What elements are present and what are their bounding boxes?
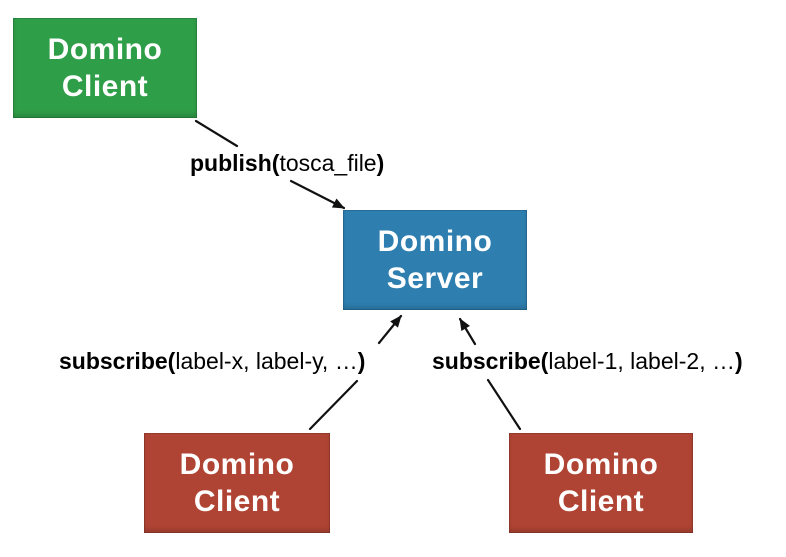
node-label-line1: Domino xyxy=(47,33,163,66)
node-domino-server: Domino Server xyxy=(343,210,527,310)
edge-label-subscribe-right: subscribe(label-1, label-2, …) xyxy=(432,348,743,375)
node-label-line2: Client xyxy=(61,70,149,103)
subscribe-right-call-args: label-1, label-2, … xyxy=(548,348,735,374)
publish-call-close: ) xyxy=(376,150,385,176)
subscribe-right-arrow-segment-lower xyxy=(486,378,522,431)
edge-label-subscribe-left: subscribe(label-x, label-y, …) xyxy=(59,348,365,375)
node-label-line1: Domino xyxy=(179,448,295,481)
subscribe-right-call-close: ) xyxy=(734,348,743,374)
node-domino-client-publisher: Domino Client xyxy=(13,18,197,118)
subscribe-left-arrow-segment-lower xyxy=(308,379,359,431)
node-label-line2: Server xyxy=(386,262,484,295)
subscribe-left-call-close: ) xyxy=(357,348,366,374)
subscribe-left-arrow-segment-head xyxy=(377,314,403,345)
edge-label-publish: publish(tosca_file) xyxy=(190,150,384,177)
node-label-line1: Domino xyxy=(543,448,659,481)
node-label-line2: Client xyxy=(557,485,645,518)
subscribe-left-call-args: label-x, label-y, … xyxy=(175,348,358,374)
subscribe-left-call-name: subscribe( xyxy=(59,348,176,374)
publish-call-args: tosca_file xyxy=(279,150,377,176)
node-domino-client-subscriber-left: Domino Client xyxy=(144,433,330,533)
publish-arrow-segment-upper xyxy=(194,119,239,148)
publish-call-name: publish( xyxy=(190,150,280,176)
node-label-line2: Client xyxy=(193,485,281,518)
subscribe-right-call-name: subscribe( xyxy=(432,348,549,374)
subscribe-right-arrow-segment-head xyxy=(458,317,477,346)
node-label-line1: Domino xyxy=(377,225,493,258)
publish-arrow-segment-head xyxy=(289,179,346,210)
node-domino-client-subscriber-right: Domino Client xyxy=(509,433,693,533)
